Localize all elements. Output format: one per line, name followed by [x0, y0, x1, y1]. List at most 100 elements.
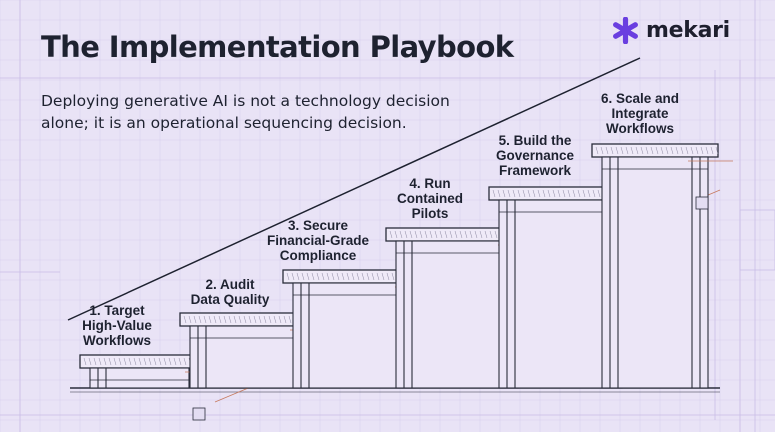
asterisk-logo-icon: [613, 16, 638, 44]
step-label-line: 1. Target: [89, 303, 145, 318]
tread-hatch: [597, 189, 601, 198]
tread-hatch: [108, 357, 112, 366]
tread-hatch: [306, 272, 310, 281]
tread-hatch: [587, 189, 591, 198]
stair-tread: [591, 143, 719, 158]
tread-hatch: [173, 357, 177, 366]
tread-hatch: [286, 272, 290, 281]
stair-riser: [292, 282, 416, 389]
tread-hatch: [454, 230, 458, 239]
tread-hatch: [484, 230, 488, 239]
tread-hatch: [228, 315, 232, 324]
tread-hatch: [635, 146, 639, 155]
tread-hatch: [143, 357, 147, 366]
tread-hatch: [610, 146, 614, 155]
step-label-line: 2. Audit: [205, 277, 255, 292]
step-label-line: 5. Build the: [498, 133, 572, 148]
stair-joint: [695, 196, 709, 210]
step-label-line: Workflows: [82, 333, 151, 348]
tread-hatch: [183, 315, 187, 324]
tread-hatch: [502, 189, 506, 198]
tread-hatch: [88, 357, 92, 366]
tread-hatch: [705, 146, 709, 155]
page-subtitle: Deploying generative AI is not a technol…: [41, 90, 461, 134]
tread-hatch: [592, 189, 596, 198]
tread-hatch: [223, 315, 227, 324]
stair-step: [591, 143, 733, 389]
tread-hatch: [366, 272, 370, 281]
tread-hatch: [655, 146, 659, 155]
step-label-line: Framework: [498, 163, 572, 178]
tread-hatch: [258, 315, 262, 324]
tread-hatch: [507, 189, 511, 198]
tread-hatch: [341, 272, 345, 281]
tread-hatch: [218, 315, 222, 324]
tread-hatch: [414, 230, 418, 239]
subtitle-line-1: Deploying generative AI is not a technol…: [41, 92, 450, 110]
tread-hatch: [695, 146, 699, 155]
tread-hatch: [123, 357, 127, 366]
tread-hatch: [208, 315, 212, 324]
tread-hatch: [283, 315, 287, 324]
tread-hatch: [404, 230, 408, 239]
tread-hatch: [675, 146, 679, 155]
tread-hatch: [605, 146, 609, 155]
tread-hatch: [479, 230, 483, 239]
tread-hatch: [103, 357, 107, 366]
tread-hatch: [409, 230, 413, 239]
stair-step: [79, 354, 230, 421]
tread-hatch: [163, 357, 167, 366]
tread-hatch: [429, 230, 433, 239]
tread-hatch: [158, 357, 162, 366]
tread-hatch: [572, 189, 576, 198]
tread-hatch: [153, 357, 157, 366]
tread-hatch: [118, 357, 122, 366]
tread-hatch: [469, 230, 473, 239]
tread-hatch: [527, 189, 531, 198]
tread-hatch: [680, 146, 684, 155]
tread-hatch: [670, 146, 674, 155]
tread-hatch: [183, 357, 187, 366]
tread-hatch: [253, 315, 257, 324]
tread-hatch: [138, 357, 142, 366]
tread-hatch: [700, 146, 704, 155]
growth-diagonal-line: [67, 57, 641, 321]
mekari-logo: mekari: [612, 16, 730, 44]
stair-riser: [89, 367, 206, 389]
tread-hatch: [439, 230, 443, 239]
tread-hatch: [424, 230, 428, 239]
tread-hatch: [512, 189, 516, 198]
step-label-line: 3. Secure: [287, 218, 349, 233]
stair-joint: [192, 407, 206, 421]
brand-name: mekari: [646, 17, 730, 43]
tread-hatch: [356, 272, 360, 281]
tread-hatch: [336, 272, 340, 281]
tread-hatch: [532, 189, 536, 198]
step-label-line: Data Quality: [190, 292, 270, 307]
stair-riser: [395, 240, 519, 389]
tread-hatch: [685, 146, 689, 155]
tread-hatch: [391, 272, 395, 281]
tread-hatch: [489, 230, 493, 239]
tread-hatch: [645, 146, 649, 155]
tread-hatch: [494, 230, 498, 239]
tread-hatch: [459, 230, 463, 239]
tread-hatch: [301, 272, 305, 281]
tread-hatch: [557, 189, 561, 198]
tread-hatch: [198, 315, 202, 324]
tread-hatch: [213, 315, 217, 324]
tread-hatch: [474, 230, 478, 239]
tread-hatch: [582, 189, 586, 198]
tread-hatch: [625, 146, 629, 155]
tread-hatch: [291, 272, 295, 281]
tread-hatch: [243, 315, 247, 324]
tread-hatch: [650, 146, 654, 155]
tread-hatch: [386, 272, 390, 281]
tread-hatch: [273, 315, 277, 324]
step-label-line: Contained: [397, 191, 463, 206]
tread-hatch: [547, 189, 551, 198]
